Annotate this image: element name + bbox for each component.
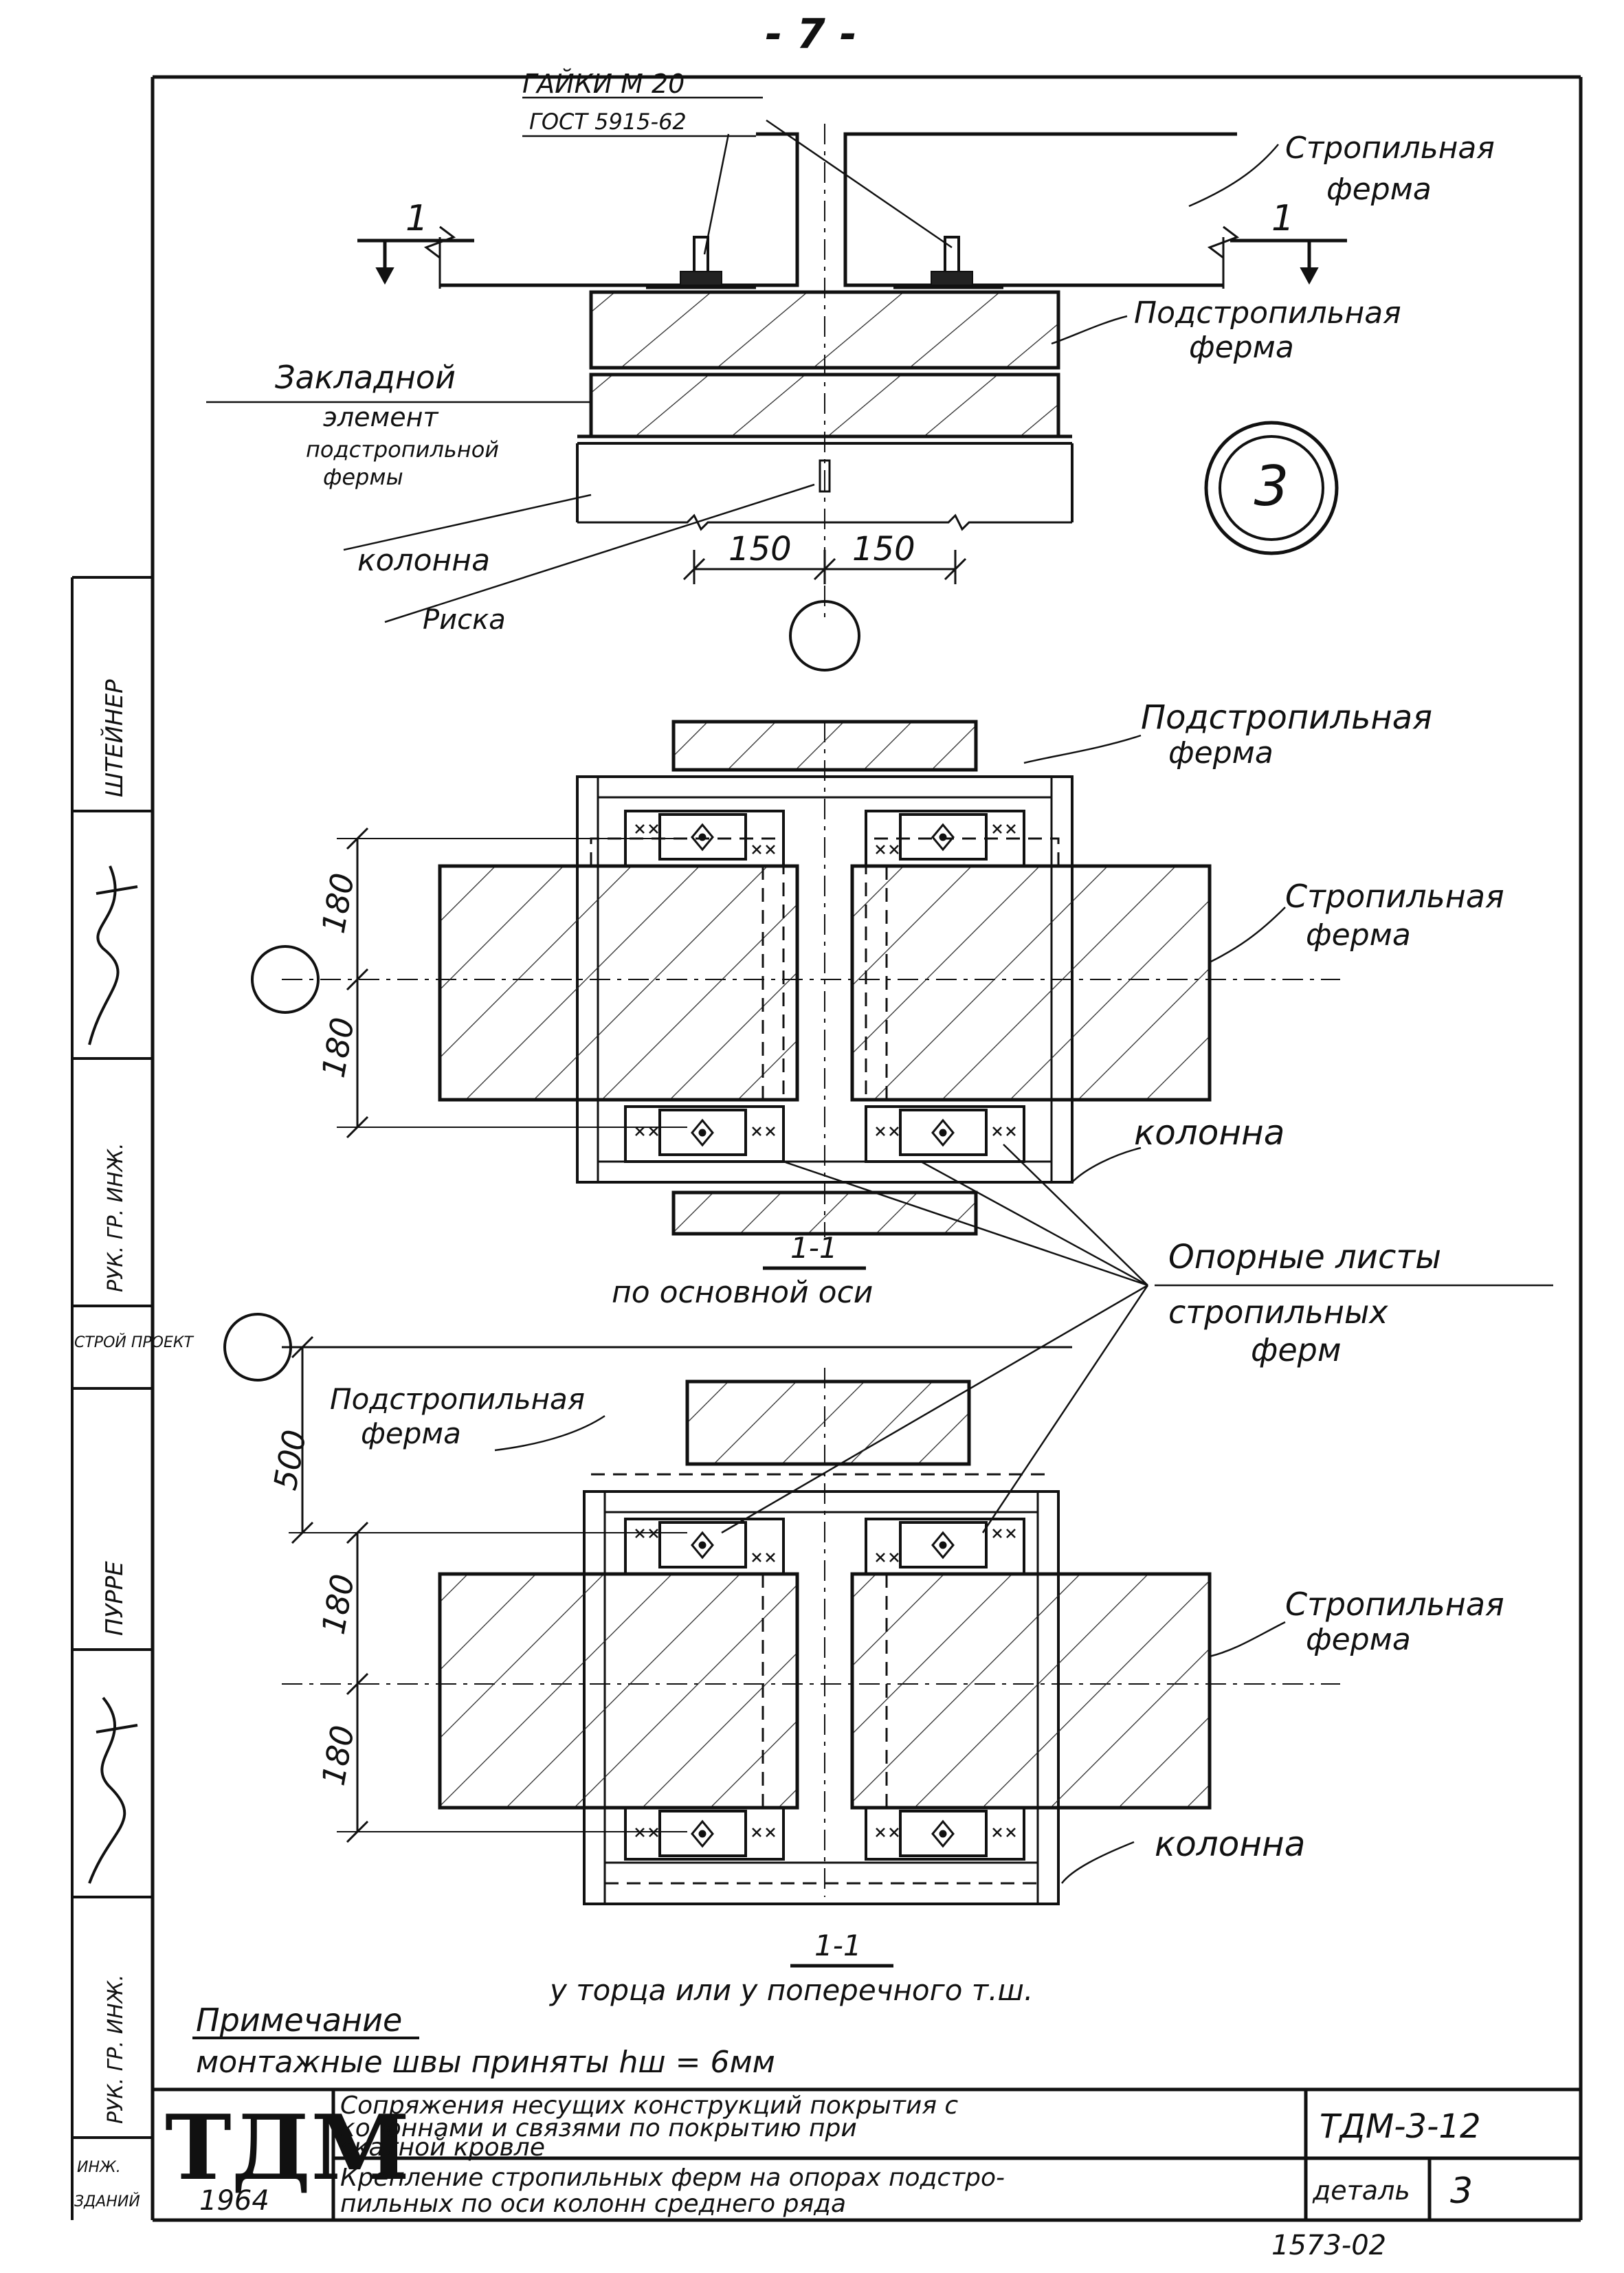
stamp-row-6: ИНЖ.	[77, 2159, 121, 2176]
rafter-label-1: Стропильная	[1285, 131, 1495, 166]
plan-end-rafter-1: Стропильная	[1285, 1586, 1504, 1623]
plan-end-section: 1-1	[814, 1929, 862, 1962]
stamp-row-1: ШТЕЙНЕР	[100, 679, 129, 797]
detail-label: деталь	[1312, 2175, 1410, 2206]
embedded-2: элемент	[323, 402, 439, 432]
plan-end-dim-500: 500	[267, 1427, 313, 1493]
top-elevation	[206, 96, 1347, 672]
section-mark-right: 1	[1271, 198, 1294, 239]
plan-main-column: колонна	[1134, 1113, 1284, 1153]
dim-150-left: 150	[728, 530, 792, 568]
dim-150-right: 150	[852, 530, 915, 568]
plan-end-caption: у торца или у поперечного т.ш.	[548, 1973, 1033, 2007]
plan-main-caption: по основной оси	[612, 1275, 873, 1310]
signature-1	[88, 865, 138, 1045]
rafter-label-2: ферма	[1326, 172, 1432, 207]
plan-main-axis	[251, 720, 1340, 1270]
plan-end-rafter-2: ферма	[1306, 1622, 1411, 1657]
plan-main-rafter-1: Стропильная	[1285, 878, 1504, 915]
plan-main-rafter-2: ферма	[1306, 918, 1411, 953]
sheet-ref: 1573-02	[1271, 2230, 1386, 2261]
detail-number: 3	[1254, 454, 1289, 518]
title-line-2: колоннами и связями по покрытию при	[340, 2114, 857, 2142]
plan-main-dim-bottom: 180	[315, 1014, 361, 1080]
plan-end-dim-top: 180	[315, 1571, 361, 1637]
title-line-3: скатной кровле	[340, 2133, 545, 2162]
stamp-row-7: ЗДАНИЙ	[74, 2193, 140, 2210]
stamp-row-4: ПУРРЕ	[101, 1561, 129, 1636]
embedded-1: Закладной	[275, 359, 456, 396]
plan-end-column: колонна	[1155, 1824, 1305, 1864]
detail-value: 3	[1450, 2171, 1473, 2212]
plan-main-subtruss-1: Подстропильная	[1141, 698, 1432, 737]
title-block	[153, 2087, 1581, 2220]
support-sheets-1: Опорные листы	[1168, 1238, 1441, 1276]
year: 1964	[199, 2185, 269, 2217]
plan-end-subtruss-1: Подстропильная	[330, 1382, 585, 1416]
subtitle-line-2: пильных по оси колонн среднего ряда	[340, 2190, 846, 2218]
plan-main-section: 1-1	[790, 1231, 838, 1265]
stamp-row-5: РУК. ГР. ИНЖ.	[104, 1975, 128, 2124]
mark-label: Риска	[423, 604, 506, 636]
plan-end-dim-bottom: 180	[315, 1722, 361, 1788]
signature-2	[88, 1696, 138, 1884]
note-title: Примечание	[196, 2002, 402, 2039]
note-text: монтажные швы приняты hш = 6мм	[196, 2045, 775, 2080]
embedded-4: фермы	[323, 464, 403, 490]
sheet-frame	[151, 75, 1583, 2222]
subtruss-label-2: ферма	[1189, 330, 1294, 365]
plan-main-subtruss-2: ферма	[1168, 735, 1273, 770]
plan-end-subtruss-2: ферма	[361, 1417, 461, 1450]
stamp-row-2: РУК. ГР. ИНЖ.	[104, 1143, 128, 1292]
support-sheets-2: стропильных	[1168, 1294, 1388, 1331]
section-mark-left: 1	[405, 198, 428, 239]
embedded-3: подстропильной	[306, 436, 499, 463]
subtruss-label-1: Подстропильная	[1134, 296, 1401, 331]
stamp-row-3: СТРОЙ ПРОЕКТ	[74, 1333, 194, 1351]
logo: ТДМ	[165, 2095, 410, 2200]
plan-main-dim-top: 180	[315, 870, 361, 936]
nut-label-1: ГАЙКИ М 20	[522, 69, 685, 99]
nut-label-2: ГОСТ 5915-62	[529, 109, 687, 135]
subtitle-line-1: Крепление стропильных ферм на опорах под…	[340, 2164, 1005, 2192]
page-number: - 7 -	[765, 10, 856, 58]
plan-end	[223, 1313, 1340, 1968]
doc-code: ТДМ-3-12	[1320, 2107, 1481, 2146]
support-sheets-3: ферм	[1251, 1331, 1342, 1368]
column-label-top: колонна	[357, 543, 490, 578]
title-line-1: Сопряжения несущих конструкций покрытия …	[340, 2092, 958, 2120]
side-stamp	[71, 576, 153, 2220]
